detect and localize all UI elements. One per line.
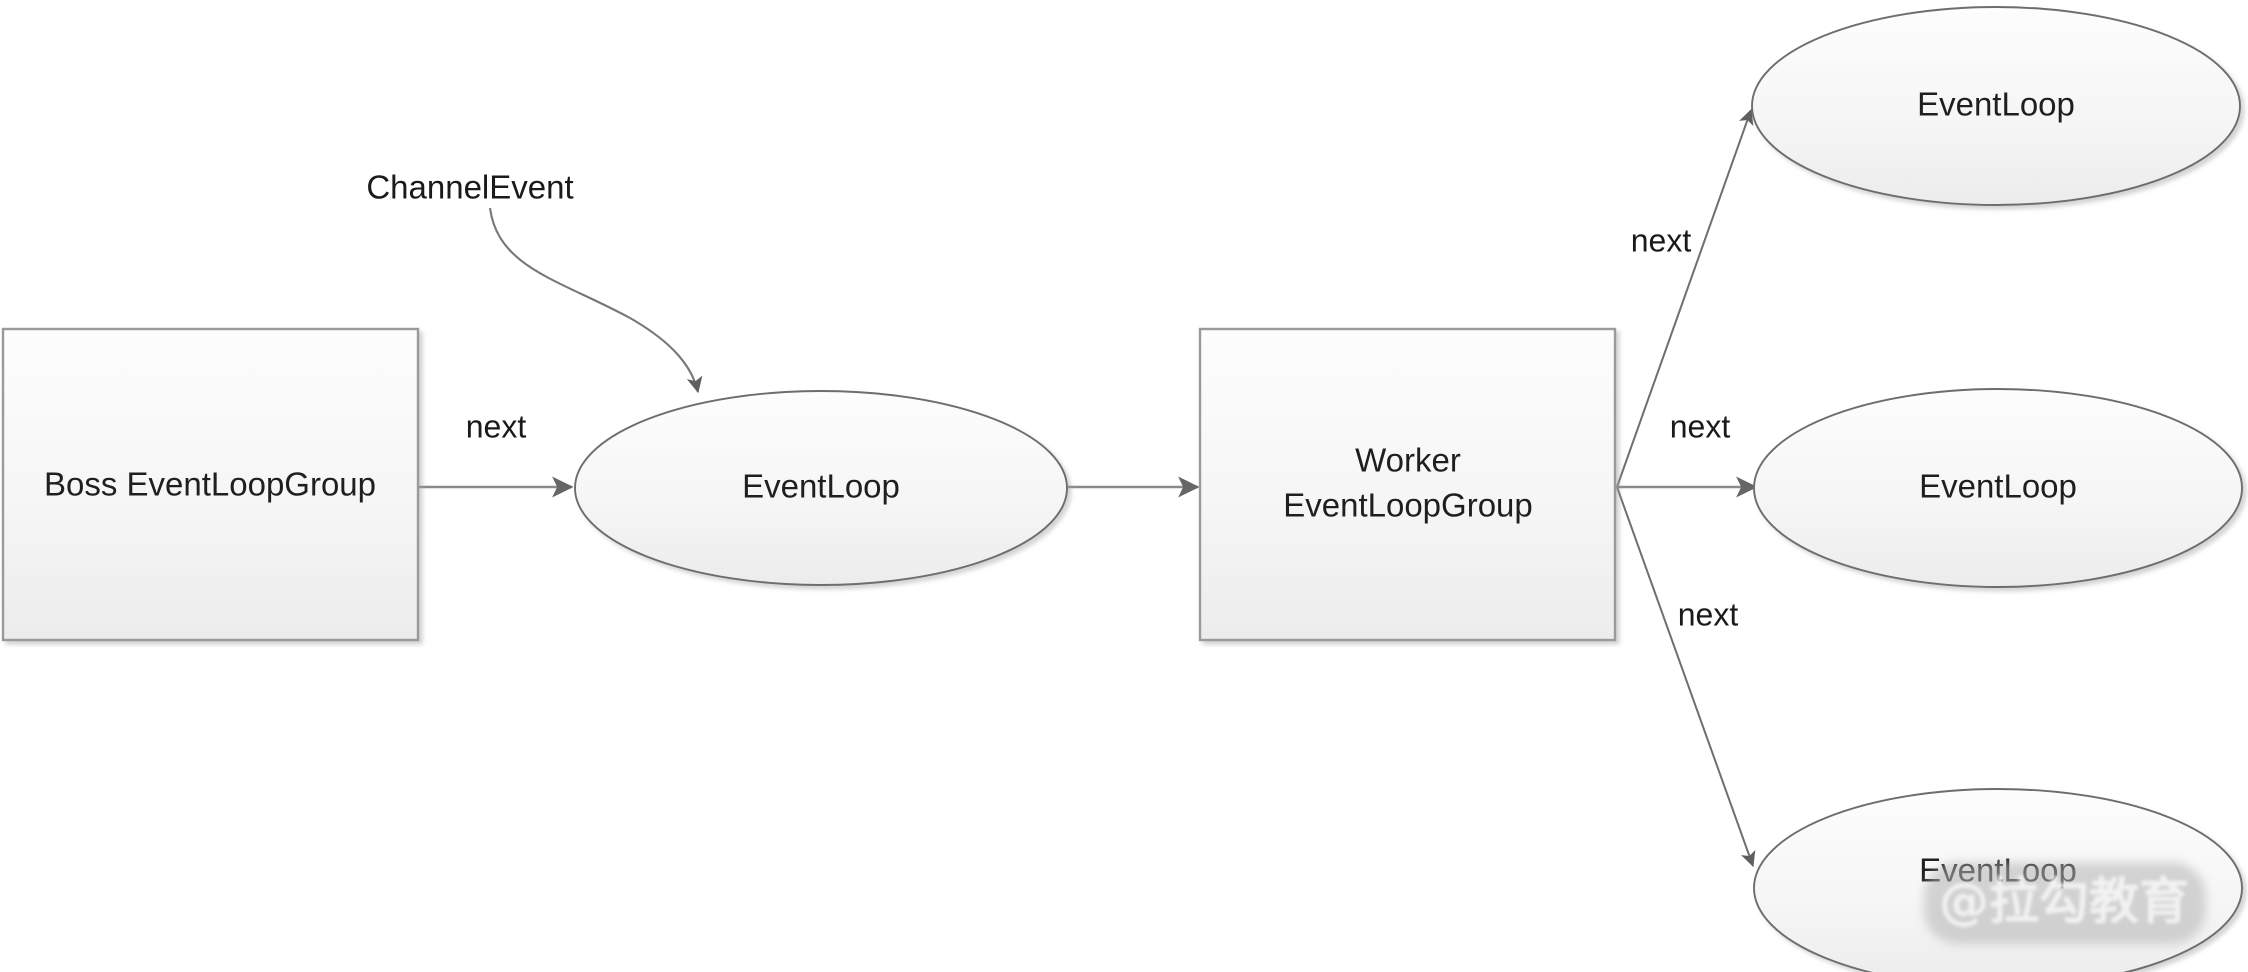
annotation-channel-event: ChannelEvent bbox=[366, 169, 703, 394]
node-worker-eventloop-1-shape[interactable] bbox=[1751, 6, 2241, 206]
edge-label-worker-next-1: next bbox=[1631, 222, 1692, 258]
node-worker-eventloopgroup-label-line2: EventLoopGroup bbox=[1283, 487, 1533, 524]
watermark-plate bbox=[1924, 862, 2206, 944]
edge-worker-to-eventloop-2: next bbox=[1617, 408, 1758, 498]
node-worker-eventloop-2-label: EventLoop bbox=[1919, 468, 2077, 505]
node-worker-eventloop-2[interactable]: EventLoop bbox=[1753, 388, 2243, 588]
node-boss-eventloopgroup[interactable]: Boss EventLoopGroup bbox=[1, 327, 420, 642]
node-worker-eventloop-1-label: EventLoop bbox=[1917, 86, 2075, 123]
node-worker-eventloop-1[interactable]: EventLoop bbox=[1751, 6, 2241, 206]
node-worker-eventloopgroup[interactable]: Worker EventLoopGroup bbox=[1198, 327, 1617, 642]
node-worker-eventloop-2-shape[interactable] bbox=[1753, 388, 2243, 588]
edge-label-boss-next: next bbox=[466, 408, 527, 444]
node-boss-eventloop[interactable]: EventLoop bbox=[574, 390, 1068, 586]
edge-worker-to-eventloop-1-line bbox=[1616, 108, 1754, 488]
edge-label-worker-next-3: next bbox=[1678, 596, 1739, 632]
node-boss-eventloop-shape[interactable] bbox=[574, 390, 1068, 586]
watermark-text: @拉勾教育 bbox=[1939, 873, 2189, 931]
edge-boss-to-eventloop: next bbox=[418, 408, 574, 498]
edge-worker-to-eventloop-3-line bbox=[1616, 486, 1756, 868]
edge-worker-to-eventloop-3: next bbox=[1616, 486, 1756, 868]
annotation-label-channel-event: ChannelEvent bbox=[366, 169, 573, 206]
node-boss-eventloop-label: EventLoop bbox=[742, 468, 900, 505]
node-worker-eventloopgroup-label-line1: Worker bbox=[1355, 442, 1461, 479]
watermark: @拉勾教育 bbox=[1924, 862, 2206, 944]
node-boss-eventloopgroup-shape[interactable] bbox=[1, 327, 420, 642]
edge-label-worker-next-2: next bbox=[1670, 408, 1731, 444]
node-worker-eventloopgroup-shape[interactable] bbox=[1198, 327, 1617, 642]
edge-worker-to-eventloop-1: next bbox=[1616, 108, 1754, 488]
node-boss-eventloopgroup-label: Boss EventLoopGroup bbox=[44, 466, 376, 503]
channel-event-curve bbox=[488, 207, 703, 394]
